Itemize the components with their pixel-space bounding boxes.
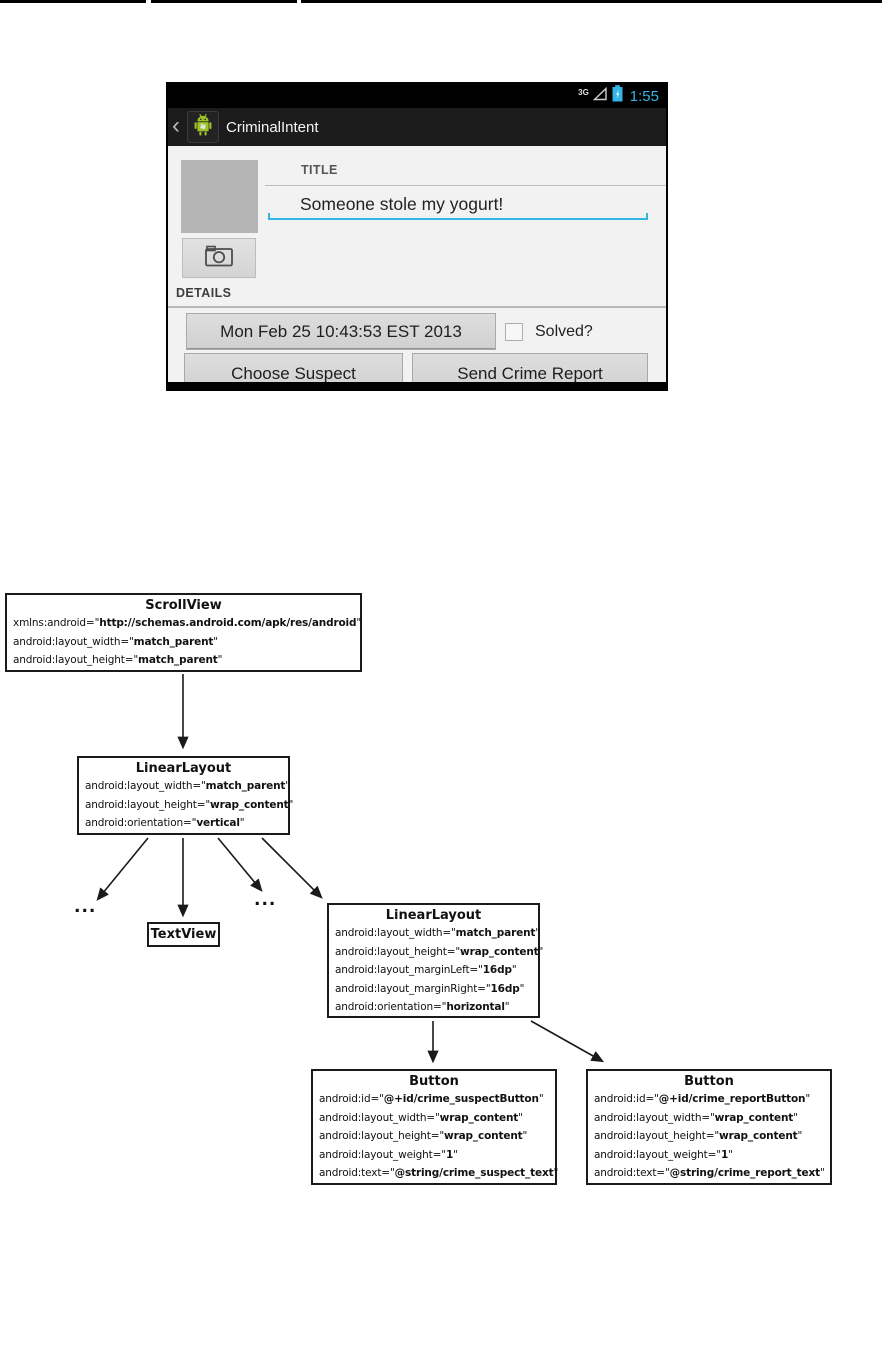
xml-attribute: android:layout_width="wrap_content": [594, 1111, 798, 1124]
network-type-label: 3G: [578, 87, 589, 97]
android-app-screenshot: 3G 1:55 ‹: [166, 82, 668, 391]
xml-attribute: android:layout_width="match_parent": [335, 927, 540, 939]
title-input[interactable]: Someone stole my yogurt!: [300, 194, 504, 214]
xml-attribute: android:text="@string/crime_suspect_text…: [319, 1167, 559, 1179]
edge-linearlayout-to-linearlayout-inner: [261, 837, 323, 899]
solved-checkbox[interactable]: [505, 323, 523, 341]
solved-checkbox-label: Solved?: [535, 323, 593, 340]
node-attributes: android:id="@+id/crime_reportButton"andr…: [588, 1090, 830, 1183]
title-divider: [265, 185, 666, 186]
details-section-label: DETAILS: [176, 286, 232, 300]
node-title: ScrollView: [145, 598, 222, 613]
node-attributes: android:id="@+id/crime_suspectButton"and…: [313, 1090, 559, 1183]
edittext-underline: [268, 213, 648, 220]
node-attributes: xmlns:android="http://schemas.android.co…: [7, 614, 362, 670]
camera-button[interactable]: [182, 238, 256, 278]
status-bar: 3G 1:55: [168, 84, 666, 108]
xml-attribute: android:layout_height="wrap_content": [85, 798, 294, 811]
back-button[interactable]: ‹: [172, 111, 180, 139]
xml-attribute: android:layout_weight="1": [319, 1148, 458, 1161]
details-divider: [168, 306, 666, 308]
node-title: LinearLayout: [135, 761, 232, 776]
edge-linearlayout-inner-to-button-report: [530, 1020, 605, 1063]
node-title: TextView: [150, 927, 217, 942]
action-bar: ‹ Crimin: [168, 108, 666, 146]
xml-attribute: android:id="@+id/crime_suspectButton": [319, 1093, 544, 1105]
node-attributes: android:layout_width="match_parent"andro…: [329, 924, 544, 1017]
node-button-report: Button android:id="@+id/crime_reportButt…: [586, 1069, 832, 1185]
node-textview: TextView: [147, 922, 220, 947]
crime-fragment-body: TITLE Someone stole my yogurt! DETAILS M…: [168, 146, 666, 389]
node-title: Button: [684, 1074, 734, 1089]
xml-attribute: android:id="@+id/crime_reportButton": [594, 1093, 811, 1105]
node-title: LinearLayout: [385, 908, 482, 923]
choose-suspect-button[interactable]: Choose Suspect: [184, 353, 403, 389]
child-ellipsis-left: ...: [74, 897, 97, 917]
app-title: CriminalIntent: [226, 118, 319, 136]
edge-linearlayout-to-ellipsis-left: [96, 837, 149, 901]
edge-linearlayout-to-ellipsis-right: [217, 837, 263, 892]
xml-attribute: android:layout_width="wrap_content": [319, 1111, 523, 1124]
xml-attribute: android:layout_height="wrap_content": [335, 945, 544, 958]
xml-attribute: android:orientation="horizontal": [335, 1001, 510, 1013]
xml-attribute: android:text="@string/crime_report_text": [594, 1167, 825, 1179]
xml-attribute: xmlns:android="http://schemas.android.co…: [13, 617, 362, 629]
node-button-suspect: Button android:id="@+id/crime_suspectBut…: [311, 1069, 559, 1185]
xml-attribute: android:layout_weight="1": [594, 1148, 733, 1161]
node-title: Button: [409, 1074, 459, 1089]
node-scrollview: ScrollView xmlns:android="http://schemas…: [5, 593, 362, 672]
clock-text: 1:55: [629, 87, 659, 105]
page-top-rule: [0, 0, 882, 3]
page-top-rule-gap: [146, 0, 151, 3]
node-attributes: android:layout_width="match_parent"andro…: [79, 777, 294, 833]
xml-attribute: android:layout_marginLeft="16dp": [335, 964, 517, 976]
xml-attribute: android:layout_height="wrap_content": [594, 1130, 803, 1142]
signal-triangle-icon: [592, 86, 608, 106]
page-top-rule-gap: [297, 0, 301, 3]
app-icon-tile: [187, 111, 219, 143]
xml-attribute: android:layout_height="wrap_content": [319, 1130, 528, 1142]
xml-attribute: android:orientation="vertical": [85, 817, 245, 829]
date-button[interactable]: Mon Feb 25 10:43:53 EST 2013: [186, 313, 496, 350]
node-linearlayout-inner: LinearLayout android:layout_width="match…: [327, 903, 544, 1018]
node-linearlayout-outer: LinearLayout android:layout_width="match…: [77, 756, 294, 835]
xml-attribute: android:layout_height="match_parent": [13, 654, 223, 666]
xml-attribute: android:layout_marginRight="16dp": [335, 982, 525, 995]
xml-attribute: android:layout_width="match_parent": [85, 780, 290, 792]
screenshot-crop-edge: [168, 382, 666, 389]
photo-placeholder[interactable]: [181, 160, 258, 233]
android-robot-icon: [190, 112, 216, 143]
xml-attribute: android:layout_width="match_parent": [13, 635, 218, 648]
title-field-label: TITLE: [301, 163, 338, 177]
battery-charging-icon: [612, 85, 623, 107]
camera-icon: [204, 244, 234, 273]
child-ellipsis-right: ...: [254, 890, 277, 910]
